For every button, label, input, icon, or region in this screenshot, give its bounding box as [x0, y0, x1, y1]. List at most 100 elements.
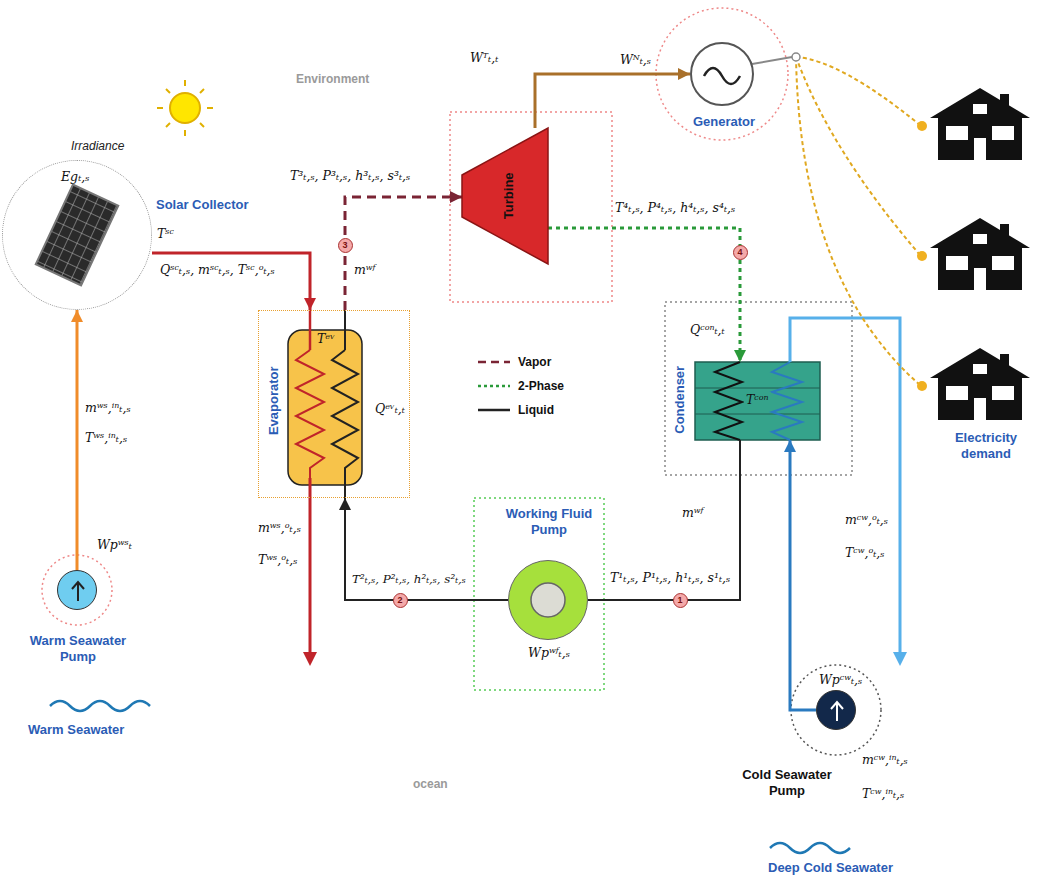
callout-number: 3 [338, 238, 353, 253]
output-terminal [792, 53, 800, 61]
symbol-label: mᶜʷ,ᵒₜ,ₛ [845, 512, 888, 527]
symbol-label: Wᴺₜ,ₛ [620, 52, 651, 67]
connector-line [548, 228, 740, 362]
symbol-label: mʷᶠ [682, 505, 704, 520]
callout-number: 4 [733, 245, 748, 260]
connector [152, 253, 316, 310]
state-label: T²ₜ,ₛ, P²ₜ,ₛ, h²ₜ,ₛ, s²ₜ,ₛ [352, 572, 466, 586]
sun [157, 80, 213, 136]
arrowhead [450, 191, 462, 203]
symbol-label: Tᶜʷ,ᵒₜ,ₛ [845, 545, 885, 560]
symbol-label: Qᵉᵛₜ,ₜ [375, 401, 405, 416]
connector-line [152, 253, 310, 310]
symbol-label: Tʷˢ,ᵒₜ,ₛ [258, 552, 297, 567]
symbol-label: Tᶜʷ,ⁱⁿₜ,ₛ [862, 786, 904, 801]
symbol-label: Wᵀₜ,ₜ [470, 50, 498, 65]
waves [770, 843, 850, 853]
symbol-label: Wpʷˢₜ [97, 537, 132, 552]
symbol-label: Egₜ,ₛ [61, 169, 89, 184]
load-label: Electricity demand [940, 430, 1032, 461]
solar-collector: Solar CollectorIrradianceEgₜ,ₛTˢᶜ [2, 160, 152, 310]
connector-line [345, 197, 462, 310]
house-icon [930, 218, 1030, 290]
source-label: Deep Cold Seawater [768, 860, 893, 876]
working-fluid-pump: Working Fluid PumpWpʷᶠₜ,ₛ [508, 560, 588, 640]
shape [692, 44, 756, 108]
symbol-label: Tʷˢ,ⁱⁿₜ,ₛ [85, 430, 127, 445]
arrowhead [678, 68, 690, 80]
state-label: T³ₜ,ₛ, P³ₜ,ₛ, h³ₜ,ₛ, s³ₜ,ₛ [290, 168, 410, 183]
arrowhead [784, 440, 796, 452]
arrowhead [734, 350, 746, 362]
flow-arrow [72, 582, 84, 601]
heat-exchanger [695, 318, 907, 666]
connector [345, 191, 462, 310]
arrowhead [304, 298, 316, 310]
callout-number: 2 [393, 593, 408, 608]
shape [509, 561, 589, 641]
connector-line [790, 440, 816, 710]
shape [817, 691, 857, 731]
component-name: Cold Seawater Pump [732, 767, 842, 798]
irradiance-label: Irradiance [71, 139, 124, 153]
symbol-label: Tᵉᵛ [317, 331, 335, 346]
generator: Generator [690, 42, 754, 106]
arrowhead [71, 310, 83, 322]
legend-samples [478, 362, 510, 410]
region-label: Environment [296, 72, 369, 86]
symbol-label: mʷˢ,ⁱⁿₜ,ₛ [85, 400, 131, 415]
symbol-label: Qᶜᵒⁿₜ,ₜ [690, 322, 725, 337]
symbol-label: Wpʷᶠₜ,ₛ [528, 645, 570, 660]
component-name: Generator [693, 114, 755, 130]
solar-panel [36, 185, 119, 286]
turbine-boundary [450, 112, 612, 302]
evaporator: Evaporator TᵉᵛQᵉᵛₜ,ₜ [258, 310, 410, 498]
ac-symbol [704, 68, 740, 84]
state-label: T⁴ₜ,ₛ, P⁴ₜ,ₛ, h⁴ₜ,ₛ, s⁴ₜ,ₛ [615, 200, 735, 215]
cold-seawater-pump: Wpᶜʷₜ,ₛCold Seawater Pump [816, 690, 856, 730]
waves [50, 701, 150, 711]
region-label: ocean [413, 777, 448, 791]
load-dot [917, 381, 927, 391]
state-label: T¹ₜ,ₛ, P¹ₜ,ₛ, h¹ₜ,ₛ, s¹ₜ,ₛ [610, 570, 730, 585]
pump-rotor [531, 583, 565, 617]
house-icon [930, 348, 1030, 420]
symbol-label: Tˢᶜ [157, 226, 174, 241]
symbol-label: mʷᶠ [354, 262, 376, 277]
component-name: Solar Collector [156, 197, 248, 213]
house-icon [930, 88, 1030, 160]
component-name: Warm Seawater Pump [10, 633, 146, 664]
component-name: Condenser [672, 366, 688, 434]
load-dot [917, 121, 927, 131]
legend-text: Liquid [518, 403, 554, 417]
symbol-label: mʷˢ,ᵒₜ,ₛ [258, 520, 301, 535]
connector-line [345, 498, 508, 600]
connector [339, 498, 508, 600]
connector-line [76, 310, 79, 570]
source-label: Warm Seawater [28, 722, 124, 738]
flow-arrow [831, 702, 843, 721]
warm-seawater-pump: WpʷˢₜWarm Seawater Pump [57, 570, 97, 610]
component-name: Evaporator [265, 367, 281, 436]
connector [71, 310, 83, 570]
load-dot [917, 251, 927, 261]
connector [535, 68, 690, 128]
symbol-label: Wpᶜʷₜ,ₛ [819, 672, 862, 687]
arrowhead [339, 498, 351, 510]
connector [588, 440, 740, 600]
connector [548, 228, 746, 362]
connector-line [535, 74, 690, 128]
turbine: Turbine [462, 128, 548, 264]
legend-text: Vapor [518, 355, 551, 369]
condenser: CondenserQᶜᵒⁿₜ,ₜTᶜᵒⁿ [695, 362, 820, 440]
turbine-shape [462, 128, 548, 264]
power-lines [752, 57, 920, 385]
connector [784, 440, 816, 710]
connector-line [588, 440, 740, 600]
shape [58, 571, 98, 611]
component-name: Working Fluid Pump [499, 506, 599, 537]
component-name: Turbine [500, 173, 516, 220]
symbol-label: Tᶜᵒⁿ [744, 392, 771, 407]
state-label: Qˢᶜₜ,ₛ, mˢᶜₜ,ₛ, Tˢᶜ,ᵒₜ,ₛ [160, 262, 275, 277]
